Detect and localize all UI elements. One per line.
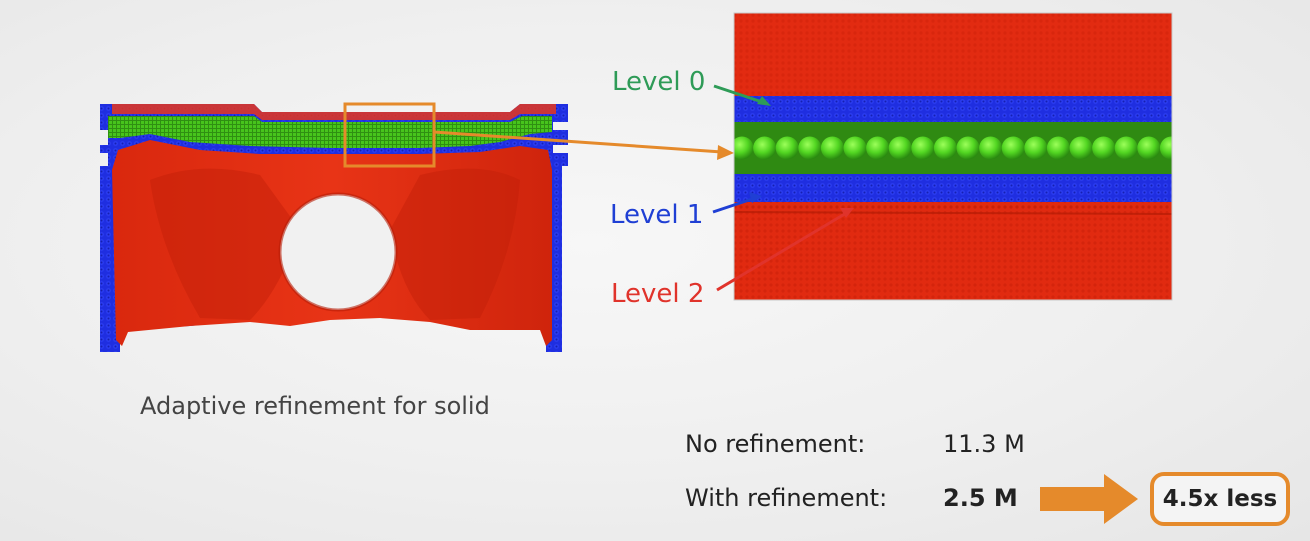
with-refinement-value: 2.5 M [943,484,1018,512]
mesh-sphere [979,136,1003,160]
mesh-sphere [753,136,777,160]
mesh-sphere [1114,136,1138,160]
mesh-sphere [1069,136,1093,160]
result-arrow [1040,474,1138,524]
piston-cross-section [100,104,568,352]
caption: Adaptive refinement for solid [140,392,490,420]
mesh-sphere [843,136,867,160]
mesh-sphere [1137,136,1161,160]
no-refinement-value: 11.3 M [943,430,1025,458]
mesh-sphere [798,136,822,160]
level-0-label: Level 0 [612,67,706,97]
with-refinement-label: With refinement: [685,484,888,512]
mesh-sphere [734,136,754,160]
mesh-sphere [888,136,912,160]
level-pointers [712,84,854,292]
mesh-sphere [866,136,890,160]
mesh-sphere [1092,136,1116,160]
mesh-sphere [1024,136,1048,160]
mesh-sphere [933,136,957,160]
zoom-callout-arrow [433,130,734,160]
level-2-label: Level 2 [611,279,705,309]
no-refinement-label: No refinement: [685,430,866,458]
mesh-sphere [820,136,844,160]
mesh-sphere [911,136,935,160]
mesh-sphere [1001,136,1025,160]
mesh-sphere [1046,136,1070,160]
level-1-label: Level 1 [610,200,704,230]
zoomed-mesh-view [734,13,1172,300]
element-count-stats: No refinement: 11.3 M With refinement: 2… [685,430,1045,520]
reduction-badge: 4.5x less [1150,472,1290,526]
mesh-sphere [1159,136,1172,160]
mesh-sphere [775,136,799,160]
mesh-sphere [956,136,980,160]
zoom-region-box [343,102,436,168]
